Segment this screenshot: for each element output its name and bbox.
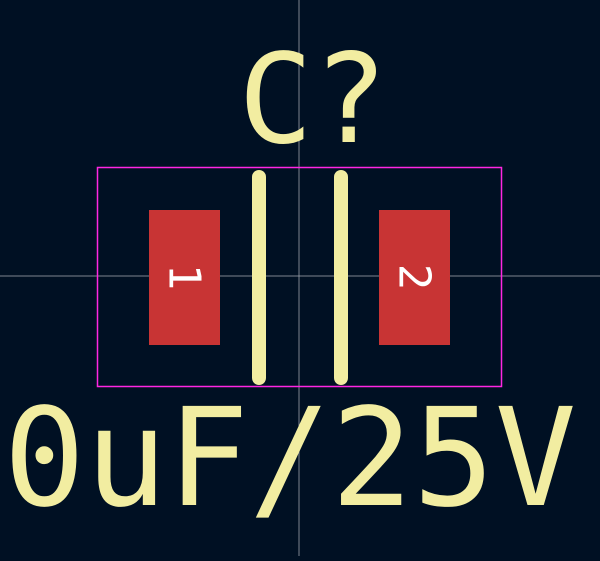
pad-1[interactable]: 1: [149, 210, 220, 345]
value-text[interactable]: 0uF/25V: [3, 380, 576, 538]
courtyard-outline[interactable]: [96, 166, 503, 388]
reference-designator[interactable]: C?: [238, 28, 387, 172]
pad-1-copper[interactable]: [149, 210, 220, 345]
capacitor-plate-lines-icon: [252, 170, 348, 385]
pad-2[interactable]: 2: [379, 210, 450, 345]
pad-2-number: 2: [389, 264, 440, 291]
pad-1-number: 1: [159, 264, 210, 291]
pad-2-copper[interactable]: [379, 210, 450, 345]
